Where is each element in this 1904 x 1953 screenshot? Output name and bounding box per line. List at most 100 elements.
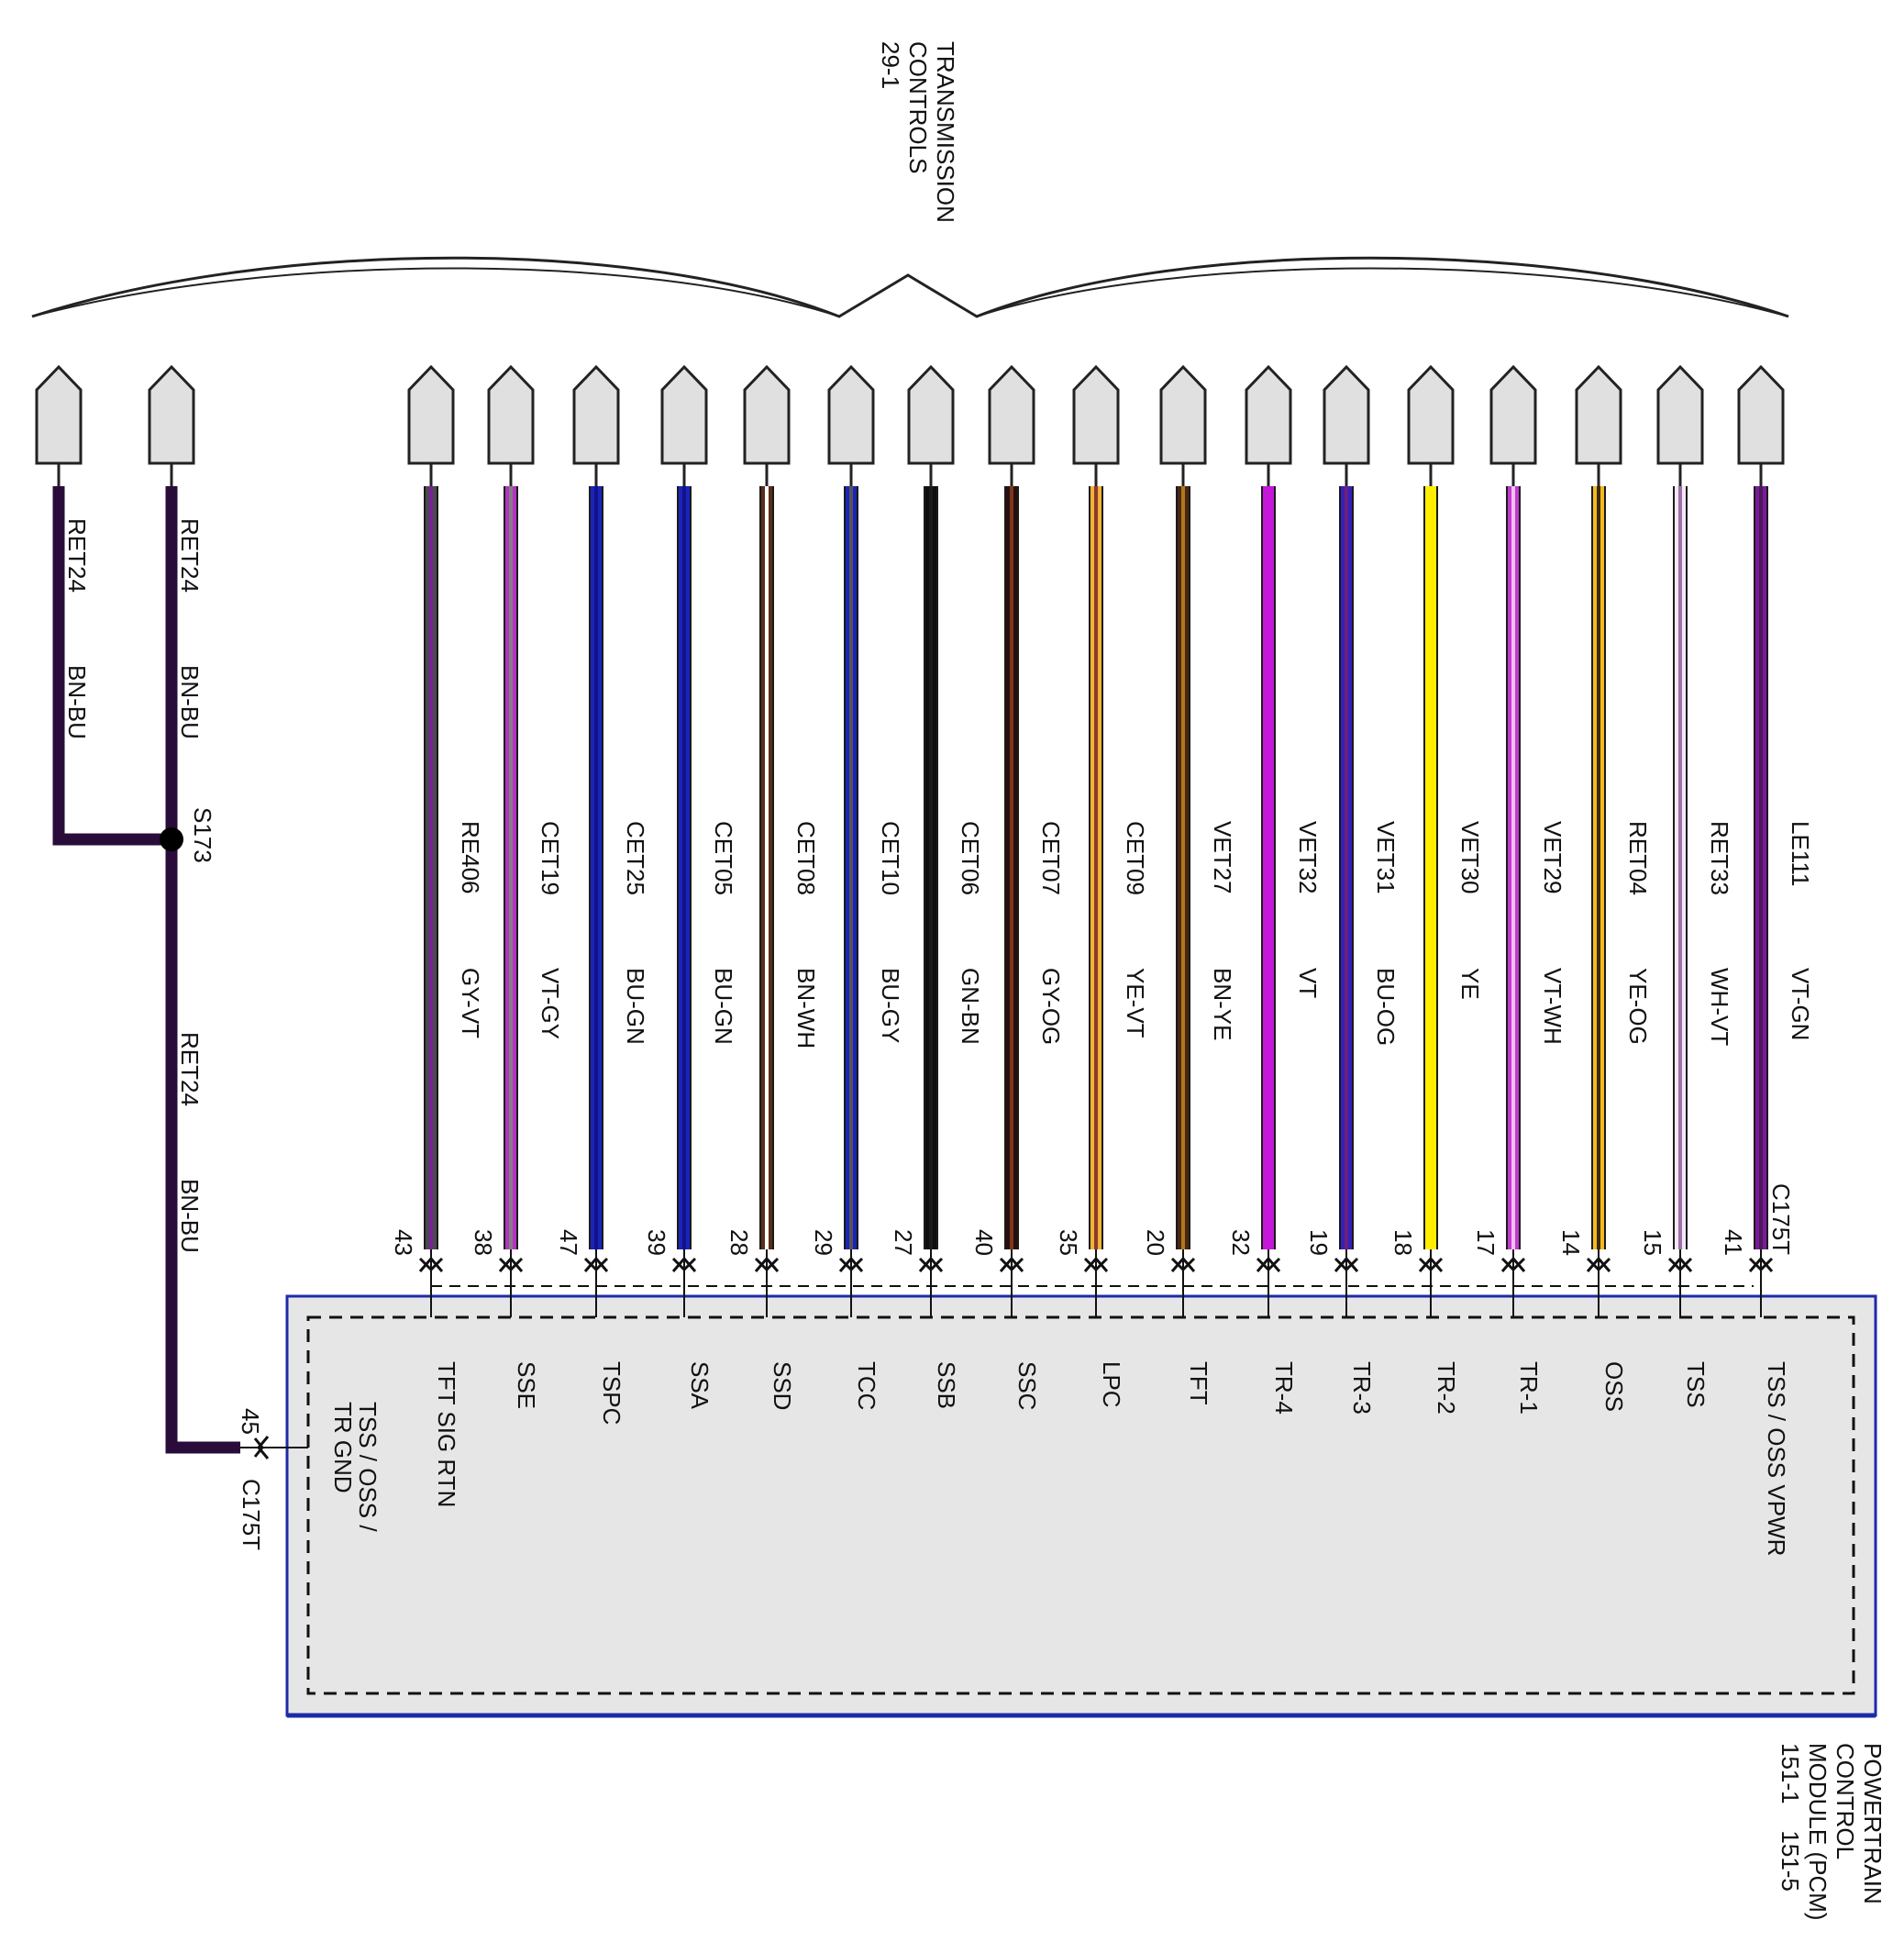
wire-stripe-color	[1597, 486, 1600, 1249]
wire-stripe-color	[929, 486, 933, 1249]
connector-terminal	[1072, 364, 1120, 465]
pin-function-label: TSS	[1682, 1361, 1710, 1408]
header-title-line-1: TRANSMISSION	[932, 41, 959, 223]
pcm-label-line-4: 151-1 151-5	[1777, 1743, 1804, 1892]
connector-terminal	[1489, 364, 1537, 465]
pin-number: 32	[1227, 1229, 1255, 1256]
connector-terminal	[1159, 364, 1207, 465]
wire-circuit-label: CET19	[537, 821, 564, 895]
pin-function-label: SSC	[1013, 1361, 1041, 1410]
wire-color-label: YE-VT	[1122, 968, 1149, 1038]
wire-circuit-label: CET07	[1037, 821, 1065, 895]
wire-color-label: VT-GY	[537, 968, 564, 1039]
connector-terminal	[1323, 364, 1370, 465]
connector-terminal	[148, 364, 195, 465]
wire-circuit-label: RET33	[1706, 821, 1733, 895]
connector-terminal	[487, 364, 535, 465]
connector-terminal	[660, 364, 708, 465]
pin-function-label: TCC	[853, 1361, 880, 1410]
left-ground-circuit: S173 RET24 BN-BU RET24 BN-BU RET24 BN-BU…	[35, 364, 382, 1550]
pin-function-label: TFT	[1185, 1361, 1212, 1405]
wire-circuit-label: LE111	[1787, 821, 1814, 886]
pin-function-label: SSD	[769, 1361, 796, 1410]
pin-number: 29	[810, 1229, 837, 1256]
wire-circuit-label: CET09	[1122, 821, 1149, 895]
wire-circuit-label: CET08	[792, 821, 820, 895]
wire-circuit-label: RET24	[176, 1032, 204, 1106]
wire-color-label: YE-OG	[1624, 968, 1652, 1045]
pin-function-label: TFT SIG RTN	[433, 1361, 460, 1507]
wire-color-label: WH-VT	[1706, 968, 1733, 1046]
wire-color-label: BU-GN	[710, 968, 737, 1045]
wire-color-label: BN-BU	[176, 1179, 204, 1253]
wire-color-label: BN-BU	[176, 665, 204, 739]
pin-number: 18	[1389, 1229, 1417, 1256]
wire-circuit-label: RE406	[457, 821, 484, 894]
connector-terminal	[572, 364, 620, 465]
ground-connector-label: C175T	[238, 1479, 265, 1550]
pin-number: 40	[970, 1229, 998, 1256]
wire-color-label: GN-BN	[957, 968, 984, 1045]
wire-circuit-label: CET05	[710, 821, 737, 895]
connector-terminal	[1407, 364, 1455, 465]
connector-terminal	[1737, 364, 1785, 465]
connector-terminal	[35, 364, 83, 465]
pcm-label-line-1: POWERTRAIN	[1859, 1743, 1887, 1904]
wire-stripe-color	[1345, 486, 1348, 1249]
pin-number: 14	[1557, 1229, 1585, 1256]
header-title-line-3: 29-1	[877, 41, 904, 89]
header-title-line-2: CONTROLS	[904, 41, 932, 173]
pin-number: 47	[555, 1229, 582, 1256]
wire-circuit-label: RET04	[1624, 821, 1652, 895]
wire-circuit-label: CET06	[957, 821, 984, 895]
wire-stripe-color	[594, 486, 598, 1249]
ground-pin-symbol	[240, 1436, 308, 1459]
wire-circuit-label: VET31	[1372, 821, 1400, 894]
pin-function-label: LPC	[1098, 1361, 1125, 1408]
wire-stripe-color	[509, 486, 513, 1249]
pin-number: 43	[390, 1229, 417, 1256]
wire-color-label: VT-WH	[1539, 968, 1566, 1045]
wire-stripe-color	[765, 486, 769, 1249]
wire-color-label: BU-OG	[1372, 968, 1400, 1046]
connector-c175t-label: C175T	[1767, 1183, 1795, 1255]
pin-function-label: TR-4	[1270, 1361, 1298, 1415]
wire-circuit-label: VET29	[1539, 821, 1566, 894]
ground-function-line-2: TR GND	[329, 1402, 357, 1493]
wire-ret24-left	[52, 486, 172, 846]
wire-circuit-label: CET25	[622, 821, 649, 895]
wire-color-label: BU-GN	[622, 968, 649, 1045]
wire-color-label: BN-YE	[1209, 968, 1236, 1040]
wire-stripe-color	[1267, 486, 1270, 1249]
wire-color-label: GY-VT	[457, 968, 484, 1038]
wire-circuit-label: VET30	[1456, 821, 1484, 894]
wire-stripe-color	[1010, 486, 1013, 1249]
pin-function-label: TR-1	[1515, 1361, 1543, 1415]
connector-terminal	[827, 364, 875, 465]
pin-function-label: TSPC	[598, 1361, 625, 1425]
pin-function-label: TR-3	[1348, 1361, 1376, 1415]
ground-function-line-1: TSS / OSS /	[354, 1402, 382, 1532]
splice-s173-label: S173	[189, 807, 216, 863]
pin-number: 28	[725, 1229, 753, 1256]
pin-number: 15	[1639, 1229, 1666, 1256]
wire-circuit-label: RET24	[176, 518, 204, 593]
wire-stripe-color	[1759, 486, 1763, 1249]
pin-function-label: SSA	[686, 1361, 714, 1410]
pin-function-label: OSS	[1600, 1361, 1628, 1412]
pin-number: 38	[470, 1229, 497, 1256]
connector-terminal	[1656, 364, 1704, 465]
